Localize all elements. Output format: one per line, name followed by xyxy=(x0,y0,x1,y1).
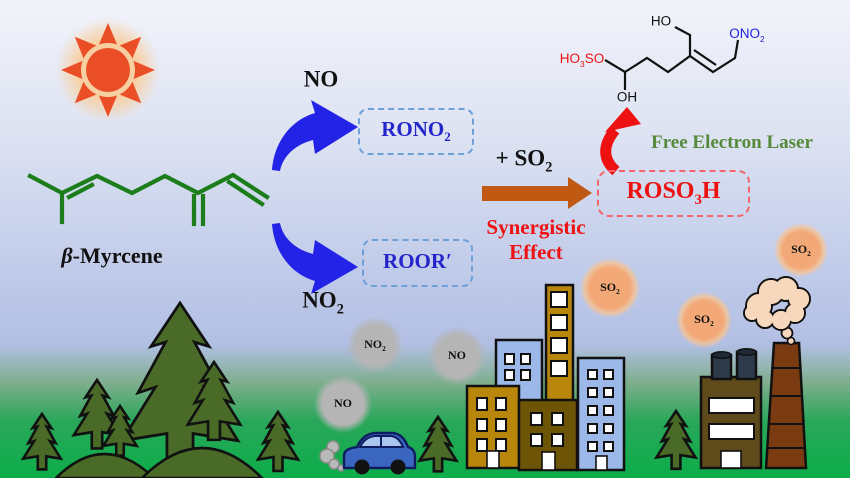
sun-icon xyxy=(56,18,160,122)
ground-mound xyxy=(54,452,156,478)
roso3h-label: ROSO3H xyxy=(626,178,721,208)
free-electron-laser-label: Free Electron Laser xyxy=(651,132,813,153)
product-oh-label: OH xyxy=(616,89,638,105)
so2-bubble xyxy=(580,258,640,318)
building-brown-center xyxy=(517,398,579,472)
no-bubble xyxy=(314,375,372,433)
smokestack xyxy=(764,341,808,470)
synergistic-effect-label: Synergistic Effect xyxy=(486,215,586,264)
exhaust-smoke xyxy=(319,440,345,472)
product-ono2-label: ONO2 xyxy=(729,26,765,44)
red-arrow xyxy=(600,107,641,176)
rono2-box: RONO2 xyxy=(358,108,474,155)
rono2-label: RONO2 xyxy=(381,117,451,145)
no-label: NO xyxy=(303,66,339,92)
plus-so2-label: + SO2 xyxy=(495,145,553,176)
beta-myrcene-structure xyxy=(27,172,270,227)
car-icon xyxy=(319,431,417,475)
no2-label: NO2 xyxy=(302,287,344,318)
pine-tree-icon xyxy=(256,410,300,473)
factory-chimney xyxy=(710,348,758,381)
pine-tree-icon xyxy=(655,409,697,471)
so2-bubble-label: SO2 xyxy=(600,279,620,297)
smoke-cloud xyxy=(743,276,811,346)
blue-arrow-down xyxy=(272,223,358,294)
no2-bubble xyxy=(347,317,403,373)
building-gold-left xyxy=(465,384,521,470)
factory xyxy=(699,276,811,470)
pine-tree-icon xyxy=(21,412,63,471)
so2-bubble-label: SO2 xyxy=(694,311,714,329)
orange-arrow xyxy=(482,177,592,209)
city-buildings xyxy=(465,283,626,472)
roor-box: ROOR′ xyxy=(362,239,473,287)
no-bubble-label: NO xyxy=(334,395,352,410)
so2-bubble xyxy=(676,292,732,348)
no-bubble-label: NO xyxy=(448,347,466,362)
building-gold-tower xyxy=(544,283,575,407)
gas-bubbles xyxy=(314,223,828,433)
product-ho3so-label: HO3SO xyxy=(559,51,605,69)
product-structure xyxy=(604,26,740,90)
ground-mound xyxy=(140,446,264,478)
building-lightblue-right xyxy=(576,356,626,472)
blue-arrow-up xyxy=(272,100,358,171)
no-bubble xyxy=(428,327,486,385)
so2-bubble xyxy=(774,223,828,277)
product-ho-label: HO xyxy=(650,13,672,29)
beta-myrcene-label: β-Myrcene xyxy=(61,243,163,268)
so2-bubble-label: SO2 xyxy=(791,241,811,259)
roso3h-box: ROSO3H xyxy=(597,170,750,217)
no2-bubble-label: NO2 xyxy=(364,336,386,354)
pine-tree-icon xyxy=(418,415,458,473)
roor-label: ROOR′ xyxy=(383,248,452,273)
forest xyxy=(21,301,697,478)
